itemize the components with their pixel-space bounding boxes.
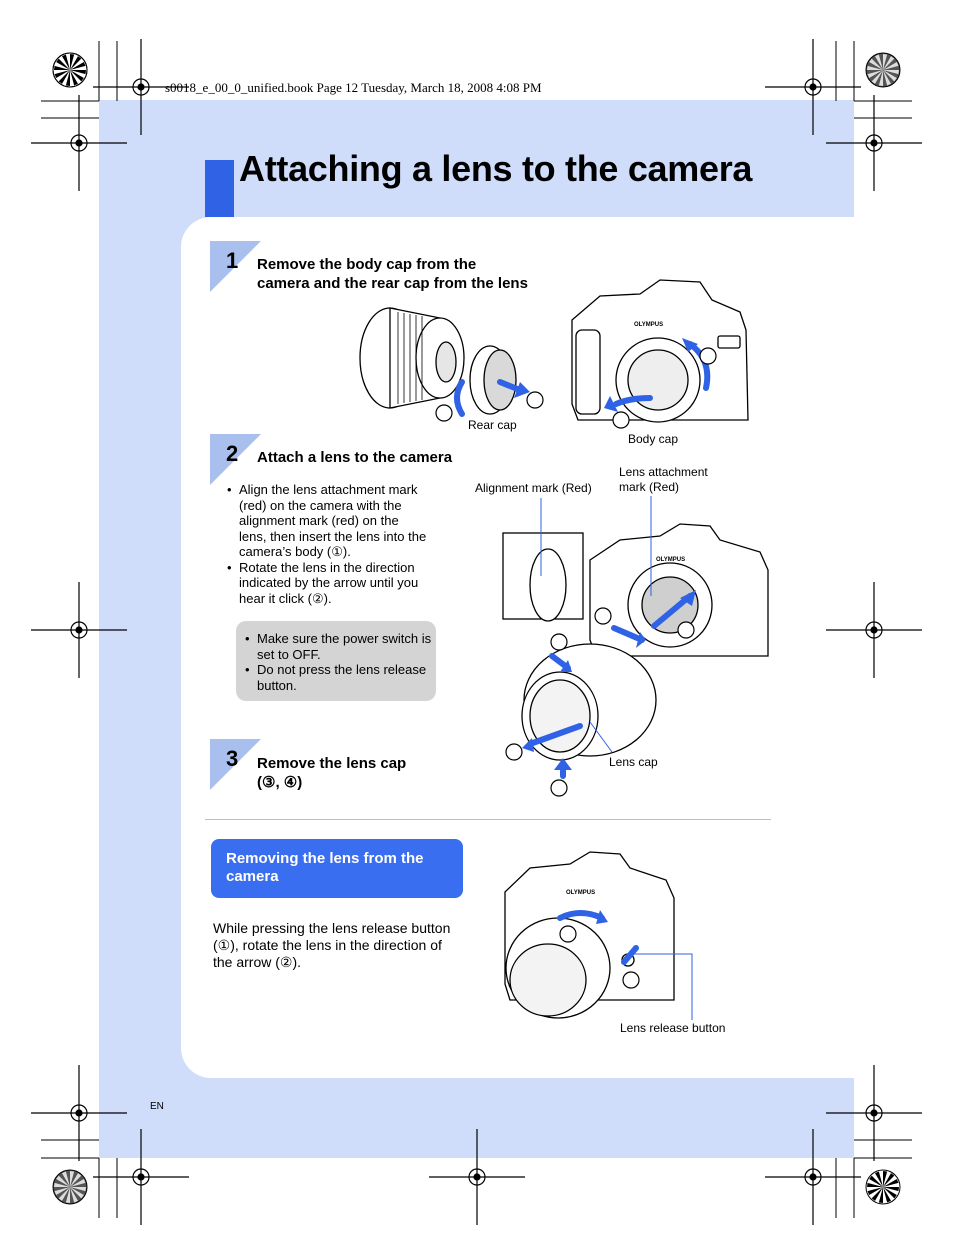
caution-notes: Make sure the power switch is set to OFF… (245, 631, 435, 693)
list-item: Make sure the power switch is set to OFF… (245, 631, 435, 662)
rear-cap-label: Rear cap (468, 418, 517, 432)
section-divider (205, 819, 771, 820)
step-3-number: 3 (226, 746, 239, 771)
step-1-number: 1 (226, 248, 239, 273)
lens-remove-illustration (504, 851, 675, 1019)
lens-cap-label: Lens cap (609, 755, 658, 769)
step-3-title-line1: Remove the lens cap (257, 755, 407, 772)
language-tag: EN (150, 1101, 164, 1112)
lens-attachment-mark-label: Lens attachment mark (Red) (619, 465, 708, 495)
step-1-title: Remove the body cap from the camera and … (257, 255, 577, 293)
page-title: Attaching a lens to the camera (239, 148, 753, 189)
subsection-text: While pressing the lens release button (… (213, 920, 451, 970)
subsection-title: Removing the lens from the camera (226, 850, 424, 885)
lens-attach-illustration (502, 523, 769, 761)
print-header: s0018_e_00_0_unified.book Page 12 Tuesda… (165, 80, 542, 95)
list-item: Do not press the lens release button. (245, 662, 435, 693)
subsection-heading-box (211, 839, 463, 898)
step-2-title: Attach a lens to the camera (257, 449, 453, 466)
list-item: Rotate the lens in the direction indicat… (227, 560, 427, 607)
step-3-title: Remove the lens cap (③, ④) (257, 754, 457, 792)
body-cap-label: Body cap (628, 432, 679, 446)
step-1-title-line1: Remove the body cap from the (257, 256, 477, 273)
alignment-mark-label: Alignment mark (Red) (475, 481, 592, 495)
brand-logo-1: OLYMPUS (634, 322, 664, 328)
brand-logo-2: OLYMPUS (656, 557, 686, 563)
brand-logo-3: OLYMPUS (566, 890, 596, 896)
title-accent-bar (205, 160, 234, 217)
lens-release-button-label: Lens release button (620, 1021, 726, 1035)
step-2-number: 2 (226, 441, 239, 466)
lens-attachment-mark-line1: Lens attachment (619, 465, 708, 479)
step-1-title-line2: camera and the rear cap from the lens (257, 275, 528, 292)
lens-rear-cap-illustration (359, 307, 517, 415)
step-3-title-line2: (③, ④) (257, 774, 303, 791)
step-2-instructions: Align the lens attachment mark (red) on … (227, 482, 427, 606)
lens-attachment-mark-line2: mark (Red) (619, 480, 680, 494)
list-item: Align the lens attachment mark (red) on … (227, 482, 427, 560)
camera-body-cap-illustration (571, 279, 749, 423)
